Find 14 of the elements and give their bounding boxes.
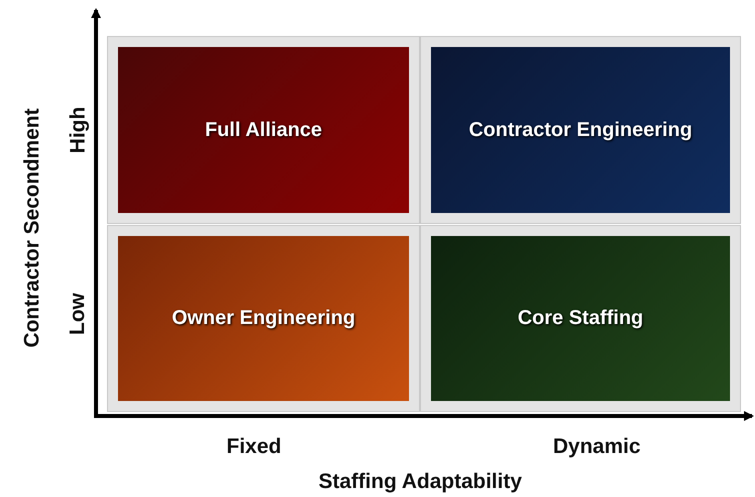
quadrant-box [108, 37, 419, 223]
quadrant-box [421, 226, 740, 411]
axis-title: Staffing Adaptability [318, 470, 522, 494]
quadrant-box [108, 226, 419, 411]
axis-tick-label: Dynamic [553, 435, 641, 459]
quadrant-title: Contractor Engineering [468, 118, 692, 142]
quadrant-title: Owner Engineering [172, 307, 356, 330]
quadrant-title: Core Staffing [518, 307, 644, 330]
quadrant-box [421, 37, 740, 223]
quadrant-title: Full Alliance [204, 118, 322, 142]
axis-tick-label: High [66, 106, 90, 154]
axis-title: Contractor Secondment [20, 108, 44, 348]
axis-tick-label: Low [66, 293, 90, 335]
axis-tick-label: Fixed [226, 435, 282, 459]
